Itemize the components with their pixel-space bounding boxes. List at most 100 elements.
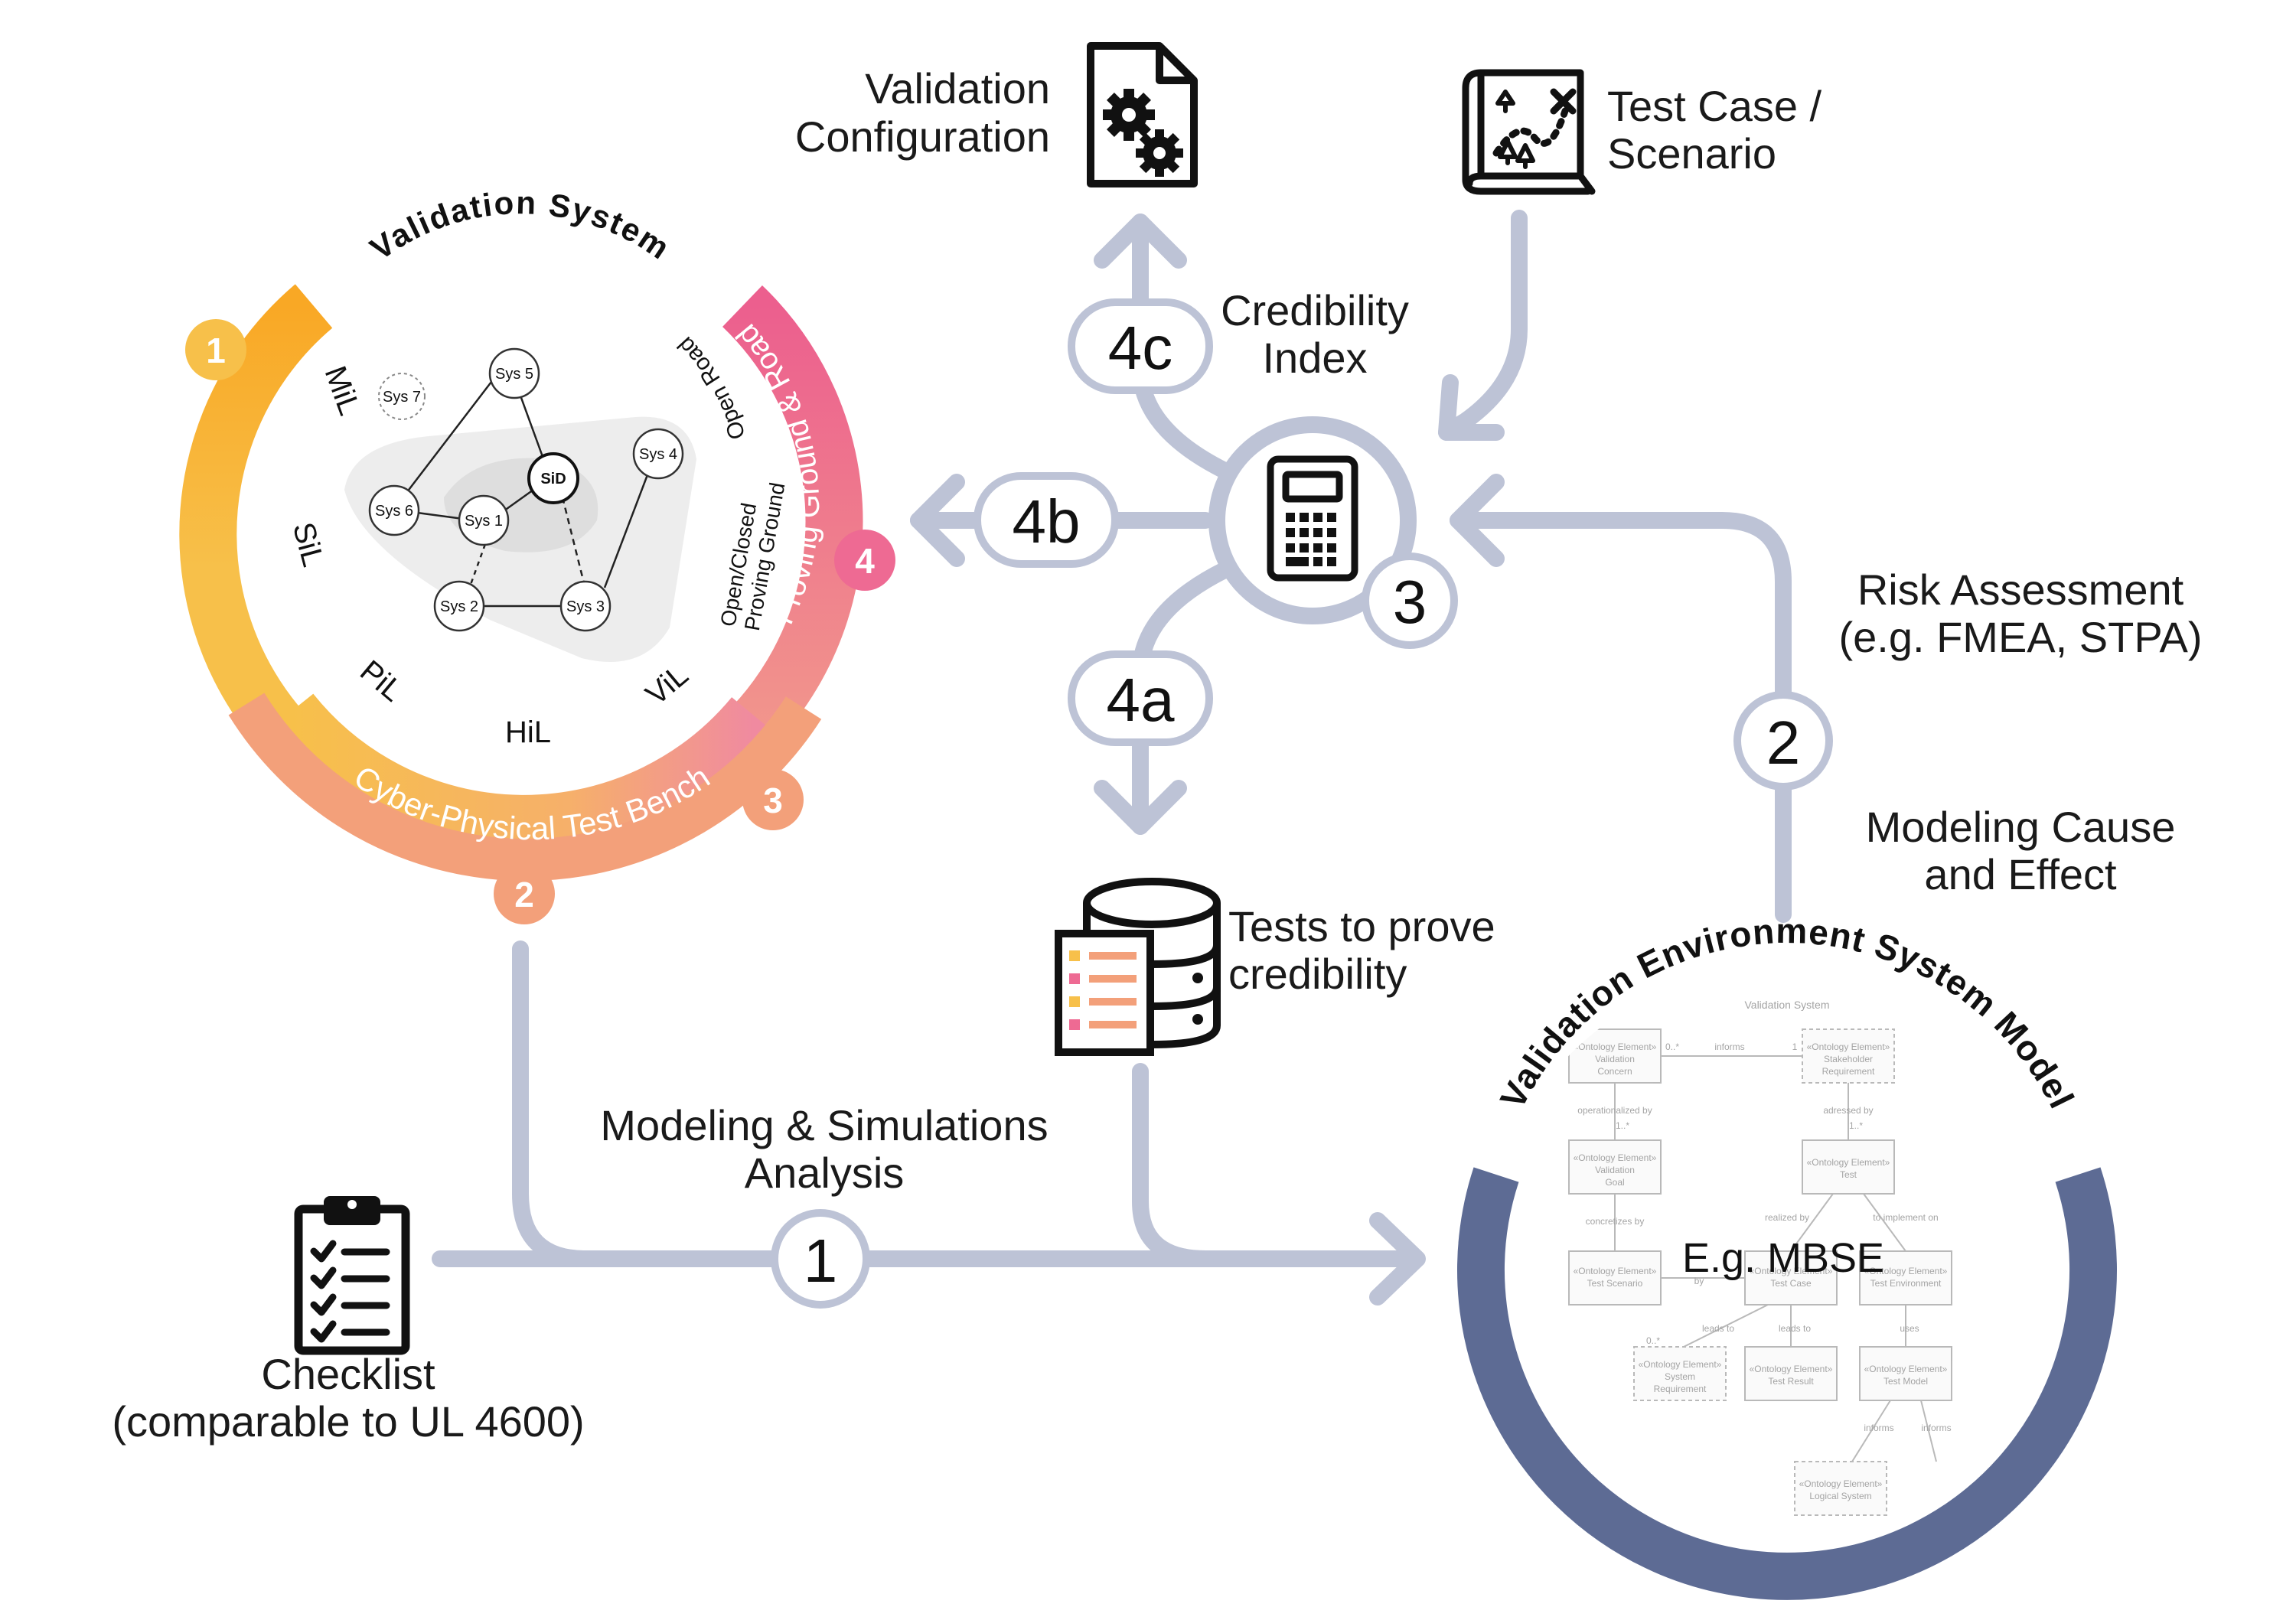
svg-text:Logical System: Logical System — [1809, 1491, 1871, 1501]
svg-text:concretizes by: concretizes by — [1586, 1216, 1645, 1227]
svg-text:credibility: credibility — [1228, 950, 1407, 998]
node-sys7: Sys 7 — [378, 373, 426, 420]
svg-text:«Ontology Element»: «Ontology Element» — [1574, 1152, 1657, 1163]
svg-text:1: 1 — [804, 1227, 838, 1295]
svg-text:by: by — [1694, 1276, 1704, 1286]
svg-text:1..*: 1..* — [1849, 1120, 1863, 1131]
svg-text:Validation: Validation — [1595, 1165, 1635, 1175]
treasure-map-icon — [1462, 69, 1596, 195]
mil-label: MiL — [318, 362, 367, 420]
svg-text:4: 4 — [855, 541, 875, 581]
validation-system: Validation System Cloud Simulation Provi… — [179, 184, 895, 924]
vil-label: ViL — [640, 658, 695, 712]
svg-text:Validation: Validation — [1595, 1054, 1635, 1064]
system-model-ring — [1457, 1167, 2117, 1600]
system-model-title: Validation Environment System Model — [1492, 911, 2082, 1115]
svg-text:System: System — [1665, 1371, 1695, 1382]
svg-text:«Ontology Element»: «Ontology Element» — [1639, 1359, 1722, 1370]
svg-text:adressed by: adressed by — [1823, 1105, 1873, 1116]
flow-main-arrowhead — [1369, 1212, 1426, 1305]
svg-text:Scenario: Scenario — [1607, 129, 1776, 178]
svg-text:Test Scenario: Test Scenario — [1587, 1278, 1643, 1289]
validation-system-badges: 1 2 3 4 — [185, 319, 895, 924]
svg-text:«Ontology Element»: «Ontology Element» — [1750, 1266, 1833, 1276]
svg-text:1: 1 — [1792, 1041, 1798, 1052]
svg-text:Test: Test — [1840, 1169, 1857, 1180]
gear-document-icon — [1087, 42, 1198, 187]
svg-text:4c: 4c — [1108, 314, 1173, 382]
risk-assessment-label: Risk Assessment — [1857, 566, 2184, 614]
node-sys2: Sys 2 — [433, 580, 485, 632]
flow-testcase-down — [1438, 210, 1528, 441]
flow-labels: Validation Configuration Test Case / Sce… — [112, 64, 2202, 1446]
badge-1: 1 — [185, 319, 246, 380]
svg-text:Sys 1: Sys 1 — [465, 513, 503, 530]
step-4c-badge: 4c — [1068, 298, 1213, 394]
step-1-badge: 1 — [771, 1209, 870, 1309]
badge-3: 3 — [742, 769, 804, 830]
system-model: Validation System — [1457, 911, 2117, 1600]
hil-label: HiL — [505, 715, 551, 749]
svg-text:Sys 6: Sys 6 — [375, 503, 413, 520]
svg-text:2: 2 — [514, 875, 534, 914]
cyber-physical-band — [228, 693, 822, 882]
svg-text:1..*: 1..* — [1616, 1120, 1629, 1131]
svg-text:«Ontology Element»: «Ontology Element» — [1807, 1041, 1890, 1052]
svg-text:Configuration: Configuration — [795, 112, 1050, 161]
test-case-scenario-label: Test Case / — [1607, 82, 1822, 130]
step-4b-badge: 4b — [974, 472, 1119, 568]
svg-text:informs: informs — [1714, 1041, 1744, 1052]
node-sys4: Sys 4 — [632, 428, 684, 480]
svg-text:Stakeholder: Stakeholder — [1824, 1054, 1873, 1064]
pil-label: PiL — [354, 654, 409, 709]
flow-risk-up — [1450, 512, 1792, 923]
svg-text:«Ontology Element»: «Ontology Element» — [1574, 1266, 1657, 1276]
svg-text:Analysis: Analysis — [745, 1149, 905, 1197]
modeling-simulations-label: Modeling & Simulations — [600, 1101, 1048, 1149]
svg-text:4a: 4a — [1107, 666, 1175, 734]
svg-text:«Ontology Element»: «Ontology Element» — [1574, 1041, 1657, 1052]
flow-risk-arrowhead — [1450, 474, 1505, 567]
credibility-hub — [1208, 416, 1417, 624]
node-sid: SiD — [527, 452, 579, 504]
validation-system-title: Validation System — [364, 184, 676, 267]
svg-text:Sys 2: Sys 2 — [440, 598, 478, 615]
modeling-cause-effect-label: Modeling Cause — [1866, 803, 2176, 851]
node-sys1: Sys 1 — [458, 494, 510, 546]
step-4a-badge: 4a — [1068, 650, 1213, 746]
svg-text:to implement on: to implement on — [1873, 1212, 1938, 1223]
tests-to-prove-label: Tests to prove — [1228, 902, 1495, 950]
svg-text:Validation Environment System: Validation Environment System Model — [1492, 911, 2082, 1115]
svg-text:Sys 7: Sys 7 — [383, 389, 421, 406]
step-3-badge: 3 — [1362, 553, 1458, 649]
svg-text:Test Environment: Test Environment — [1870, 1278, 1942, 1289]
svg-text:Concern: Concern — [1597, 1066, 1632, 1077]
svg-text:«Ontology Element»: «Ontology Element» — [1807, 1157, 1890, 1168]
node-sys5: Sys 5 — [488, 347, 540, 399]
svg-text:Requirement: Requirement — [1822, 1066, 1875, 1077]
database-list-icon — [1055, 878, 1221, 1056]
svg-text:leads to: leads to — [1779, 1323, 1811, 1334]
badge-2: 2 — [494, 863, 555, 924]
network-nodes: Sys 7 Sys 5 SiD Sys 4 Sys 6 Sys 1 Sys 2 … — [368, 347, 684, 632]
flow-4b-arrowhead — [910, 474, 965, 567]
model-inner-title: Validation System — [1744, 999, 1829, 1011]
calculator-icon — [1267, 455, 1358, 582]
eg-mbse-label: E.g. MBSE — [1682, 1235, 1884, 1281]
svg-text:SiD: SiD — [540, 471, 566, 487]
svg-text:3: 3 — [763, 781, 783, 820]
node-sys6: Sys 6 — [368, 484, 420, 536]
svg-text:Goal: Goal — [1605, 1177, 1624, 1188]
svg-text:«Ontology Element»: «Ontology Element» — [1864, 1364, 1948, 1374]
svg-text:«Ontology Element»: «Ontology Element» — [1864, 1266, 1948, 1276]
svg-text:informs: informs — [1864, 1423, 1893, 1433]
svg-text:leads to: leads to — [1702, 1323, 1734, 1334]
flow-4a-arrowhead — [1094, 780, 1187, 835]
svg-text:(comparable to UL 4600): (comparable to UL 4600) — [112, 1397, 584, 1446]
proving-ground-arc — [691, 285, 863, 789]
svg-text:«Ontology Element»: «Ontology Element» — [1799, 1478, 1883, 1489]
svg-text:0..*: 0..* — [1646, 1335, 1660, 1346]
svg-text:Sys 5: Sys 5 — [495, 366, 533, 383]
svg-text:Validation System: Validation System — [364, 184, 677, 267]
